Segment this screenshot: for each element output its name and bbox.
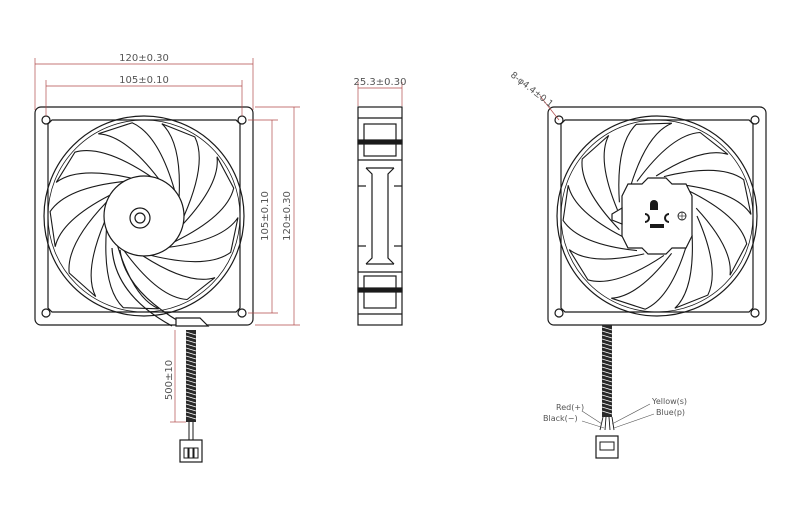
braid-stripe	[601, 330, 613, 335]
braid-stripe	[185, 391, 197, 396]
braid-stripe	[601, 342, 613, 347]
braid-stripe	[185, 383, 197, 388]
braid-stripe	[185, 399, 197, 404]
braid-stripe	[185, 411, 197, 416]
wire-blue-label: Blue(p)	[656, 408, 685, 417]
braid-stripe	[601, 350, 613, 355]
fan-blade	[687, 189, 748, 276]
fan-blade	[618, 122, 673, 203]
braid-stripe	[185, 407, 197, 412]
braid-stripe	[185, 343, 197, 348]
braid-stripe	[185, 351, 197, 356]
fan-blade	[663, 169, 752, 215]
braid-stripe	[601, 382, 613, 387]
braid-stripe	[601, 390, 613, 395]
dim-overall-width: 120±0.30	[119, 53, 169, 64]
braid-stripe	[185, 403, 197, 408]
fan-blade	[636, 131, 729, 182]
braid-stripe	[601, 366, 613, 371]
braid-stripe	[601, 406, 613, 411]
fan-blade	[581, 134, 620, 231]
wire-yellow-label: Yellow(s)	[651, 397, 687, 406]
dim-hole-spacing-height: 105±0.10	[260, 191, 271, 241]
braid-stripe	[601, 370, 613, 375]
braid-stripe	[601, 354, 613, 359]
fan-blade	[49, 180, 125, 247]
braid-stripe	[185, 379, 197, 384]
braid-stripe	[185, 331, 197, 336]
braid-stripe	[185, 371, 197, 376]
braid-stripe	[185, 363, 197, 368]
fan-blade	[161, 123, 200, 217]
braid-stripe	[601, 374, 613, 379]
fan-blade	[55, 150, 152, 183]
fan-blade	[150, 217, 239, 263]
fan-blade	[98, 122, 176, 191]
dim-thickness: 25.3±0.30	[354, 77, 407, 88]
braid-stripe	[185, 355, 197, 360]
braid-stripe	[601, 410, 613, 415]
braid-stripe	[185, 375, 197, 380]
braid-stripe	[185, 347, 197, 352]
fan-blade	[568, 249, 665, 282]
braid-stripe	[601, 346, 613, 351]
braid-stripe	[601, 394, 613, 399]
fan-blade	[562, 185, 638, 252]
fan-blade	[68, 201, 107, 298]
dim-mount-holes: 8-φ4.4±0.1	[508, 70, 554, 109]
side-view	[357, 106, 403, 326]
fan-blade	[674, 215, 713, 309]
front-view	[34, 106, 254, 327]
braid-stripe	[601, 326, 613, 331]
wire-red-label: Red(+)	[556, 403, 584, 412]
braid-stripe	[601, 386, 613, 391]
braid-stripe	[185, 335, 197, 340]
back-cable	[595, 325, 619, 459]
braid-stripe	[601, 378, 613, 383]
fan-blade	[611, 241, 689, 310]
front-cable	[179, 330, 203, 463]
dim-hole-spacing-width: 105±0.10	[119, 75, 169, 86]
dim-cable-length: 500±10	[164, 360, 175, 400]
braid-stripe	[601, 338, 613, 343]
braid-stripe	[185, 387, 197, 392]
dim-overall-height: 120±0.30	[282, 191, 293, 241]
braid-stripe	[185, 415, 197, 420]
braid-stripe	[185, 359, 197, 364]
braid-stripe	[601, 358, 613, 363]
braid-stripe	[185, 367, 197, 372]
braid-stripe	[185, 395, 197, 400]
back-view	[547, 106, 767, 326]
fan-blade	[123, 250, 216, 301]
fan-blade	[174, 156, 235, 243]
braid-stripe	[601, 398, 613, 403]
braid-stripe	[601, 334, 613, 339]
braid-stripe	[185, 339, 197, 344]
braid-stripe	[601, 362, 613, 367]
wire-black-label: Black(−)	[543, 414, 578, 423]
braid-stripe	[601, 402, 613, 407]
